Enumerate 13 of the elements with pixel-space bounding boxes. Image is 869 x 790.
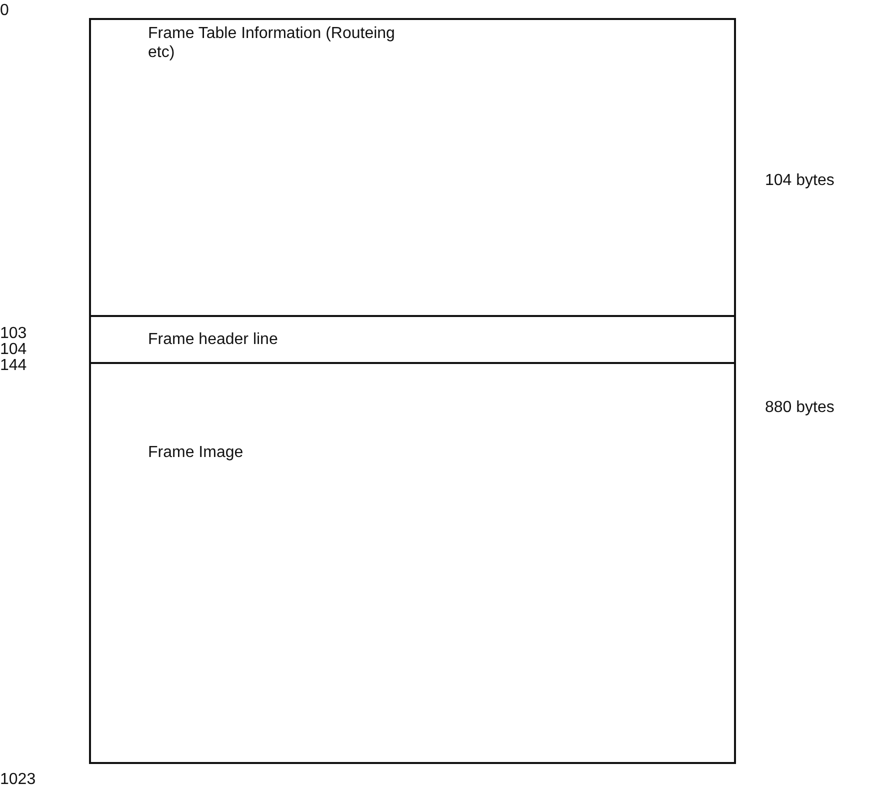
address-label: 104 [0, 341, 27, 359]
size-label: 104 bytes [765, 172, 834, 190]
region-label: Frame Table Information (Routeing etc) [148, 24, 396, 62]
region-label: Frame Image [148, 443, 244, 462]
region-label: Frame header line [148, 330, 279, 349]
size-label: 880 bytes [765, 399, 834, 417]
address-label: 144 [0, 357, 27, 375]
address-label: 103 [0, 325, 27, 342]
address-label: 0 [0, 2, 9, 20]
memory-region [89, 18, 736, 317]
address-label: 1023 [0, 771, 36, 789]
memory-region [89, 362, 736, 764]
memory-region [89, 315, 736, 364]
